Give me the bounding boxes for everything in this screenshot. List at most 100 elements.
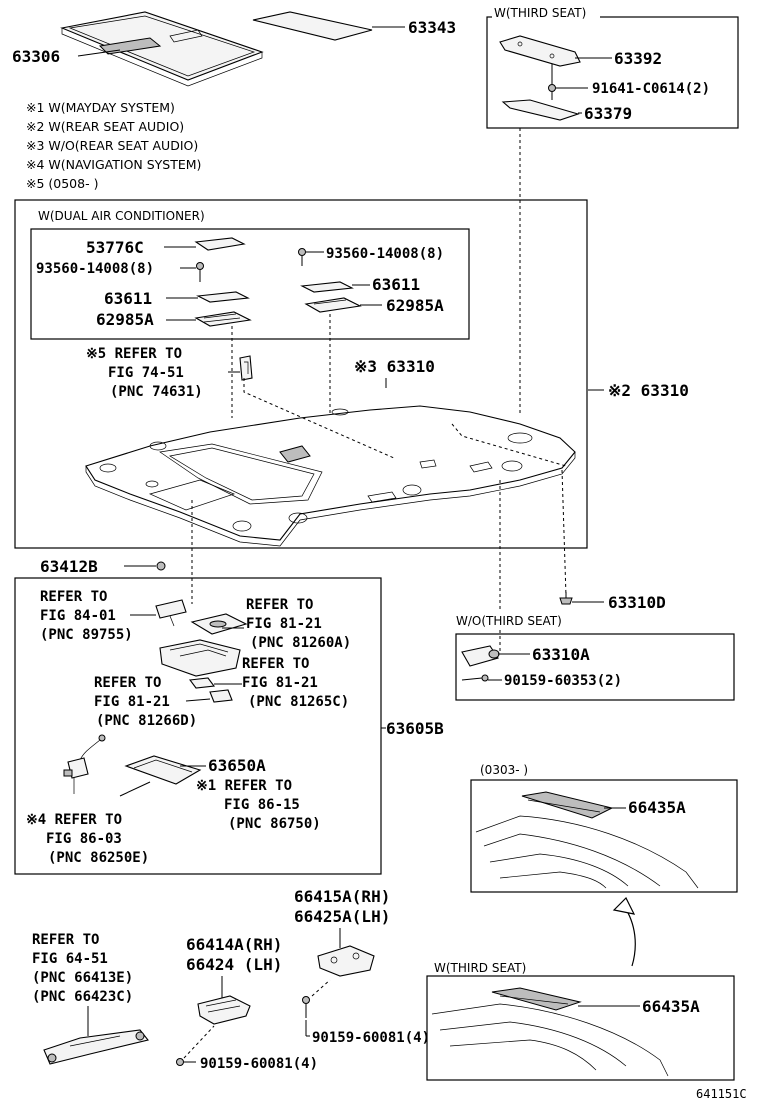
bracket-63379[interactable]	[501, 99, 580, 121]
ref-74-line2: FIG 74-51	[108, 365, 184, 381]
clip-63310D[interactable]	[559, 592, 573, 605]
assist-grip-66413E[interactable]	[43, 1029, 149, 1065]
headliner-board-63310[interactable]	[85, 405, 576, 547]
plate-63611-left[interactable]	[196, 291, 250, 303]
label-63310D: 63310D	[608, 593, 666, 612]
ref-74-line1: ※5 REFER TO	[86, 346, 182, 362]
label-63306: 63306	[12, 47, 60, 66]
brake-light-66435A-bottom[interactable]	[491, 987, 582, 1011]
label-63310A: 63310A	[532, 645, 590, 664]
label-62985A-left: 62985A	[96, 310, 154, 329]
label-63611-right: 63611	[372, 275, 420, 294]
label-66424: 66424 (LH)	[186, 955, 282, 974]
figure-code: 641151C	[696, 1087, 747, 1101]
ref-81c-line2: FIG 81-21	[242, 675, 318, 691]
ref-64-line4: (PNC 66423C)	[32, 989, 133, 1005]
label-63392: 63392	[614, 49, 662, 68]
screw-90159-60081-b[interactable]	[176, 1058, 197, 1066]
ref-84-line1: REFER TO	[40, 589, 107, 605]
header-third-seat-bottom: W(THIRD SEAT)	[434, 961, 526, 975]
ref-64-line1: REFER TO	[32, 932, 99, 948]
label-63310-right: ※2 63310	[608, 381, 689, 400]
ref-64-line3: (PNC 66413E)	[32, 970, 133, 986]
label-90159-60081-b: 90159-60081(4)	[200, 1056, 318, 1072]
map-lamp-81260A[interactable]	[190, 613, 248, 635]
ref-64-line2: FIG 64-51	[32, 951, 108, 967]
clip-63412B[interactable]	[156, 561, 166, 571]
vanity-lamp-63650A[interactable]	[119, 755, 202, 797]
ref-86-15-line1: ※1 REFER TO	[196, 778, 292, 794]
ref-84-line2: FIG 84-01	[40, 608, 116, 624]
note-4: ※4 W(NAVIGATION SYSTEM)	[26, 157, 201, 172]
grip-bracket-74631[interactable]	[239, 355, 253, 381]
ref-81a-line2: FIG 81-21	[246, 616, 322, 632]
label-53776C: 53776C	[86, 238, 144, 257]
box-headliner	[14, 199, 588, 549]
cover-63310A[interactable]	[461, 645, 500, 667]
ref-84-line3: (PNC 89755)	[40, 627, 133, 643]
box-lamp-assembly	[14, 577, 382, 875]
note-3: ※3 W/O(REAR SEAT AUDIO)	[26, 138, 198, 153]
label-63412B: 63412B	[40, 557, 98, 576]
ref-86-03-line1: ※4 REFER TO	[26, 812, 122, 828]
ref-81a-line3: (PNC 81260A)	[250, 635, 351, 651]
box-wo-third-seat	[455, 633, 735, 701]
ref-81d-line3: (PNC 81266D)	[96, 713, 197, 729]
ref-86-03-line2: FIG 86-03	[46, 831, 122, 847]
label-63650A: 63650A	[208, 756, 266, 775]
brake-light-66435A-top[interactable]	[521, 791, 614, 819]
register-62985A-right[interactable]	[304, 297, 362, 313]
register-62985A-left[interactable]	[194, 311, 252, 327]
screw-93560-left[interactable]	[196, 262, 204, 283]
box-dual-air	[30, 228, 470, 340]
label-93560-right: 93560-14008(8)	[326, 246, 444, 262]
shade-pad-63343[interactable]	[252, 11, 373, 41]
ref-86-15-line3: (PNC 86750)	[228, 816, 321, 832]
ref-81d-line2: FIG 81-21	[94, 694, 170, 710]
label-66425A: 66425A(LH)	[294, 907, 390, 926]
label-63343: 63343	[408, 18, 456, 37]
sensor-89755[interactable]	[155, 599, 187, 627]
console-base[interactable]	[159, 639, 241, 677]
bracket-66415A[interactable]	[317, 945, 375, 977]
box-third-seat-bottom	[426, 975, 735, 1081]
microphone-86250E[interactable]	[63, 734, 106, 794]
label-66435A-top: 66435A	[628, 798, 686, 817]
ref-86-15-line2: FIG 86-15	[224, 797, 300, 813]
label-62985A-right: 62985A	[386, 296, 444, 315]
screw-91641[interactable]	[548, 64, 556, 100]
bracket-63392[interactable]	[499, 35, 581, 67]
plate-63611-right[interactable]	[300, 281, 354, 293]
box-third-seat-top	[486, 16, 739, 129]
screw-90159-60353[interactable]	[461, 674, 489, 682]
arrow-icon	[612, 896, 636, 967]
label-93560-left: 93560-14008(8)	[36, 261, 154, 277]
screw-93560-right[interactable]	[298, 248, 306, 267]
header-dual-air: W(DUAL AIR CONDITIONER)	[38, 209, 205, 223]
label-66415A: 66415A(RH)	[294, 887, 390, 906]
ref-86-03-line3: (PNC 86250E)	[48, 850, 149, 866]
lens-53776C[interactable]	[194, 237, 246, 251]
ref-81c-line1: REFER TO	[242, 656, 309, 672]
header-date-0303: (0303- )	[480, 763, 528, 777]
box-date-0303	[470, 779, 738, 893]
sunroof-shade-panel-63306[interactable]	[60, 11, 264, 87]
label-66435A-bottom: 66435A	[642, 997, 700, 1016]
ref-74-line3: (PNC 74631)	[110, 384, 203, 400]
label-63605B: 63605B	[386, 719, 444, 738]
label-63611-left: 63611	[104, 289, 152, 308]
label-91641: 91641-C0614(2)	[592, 81, 710, 97]
lens-81265C[interactable]	[188, 677, 216, 689]
label-66414A: 66414A(RH)	[186, 935, 282, 954]
header-wo-third-seat: W/O(THIRD SEAT)	[456, 614, 562, 628]
header-third-seat-top: W(THIRD SEAT)	[494, 6, 586, 20]
label-90159-60353: 90159-60353(2)	[504, 673, 622, 689]
lens-81266D[interactable]	[209, 689, 233, 703]
cover-66414A[interactable]	[197, 995, 251, 1025]
label-90159-60081-a: 90159-60081(4)	[312, 1030, 430, 1046]
screw-90159-60081-a[interactable]	[302, 996, 310, 1019]
note-5: ※5 (0508- )	[26, 176, 98, 191]
ref-81d-line1: REFER TO	[94, 675, 161, 691]
label-63310-mid: ※3 63310	[354, 357, 435, 376]
